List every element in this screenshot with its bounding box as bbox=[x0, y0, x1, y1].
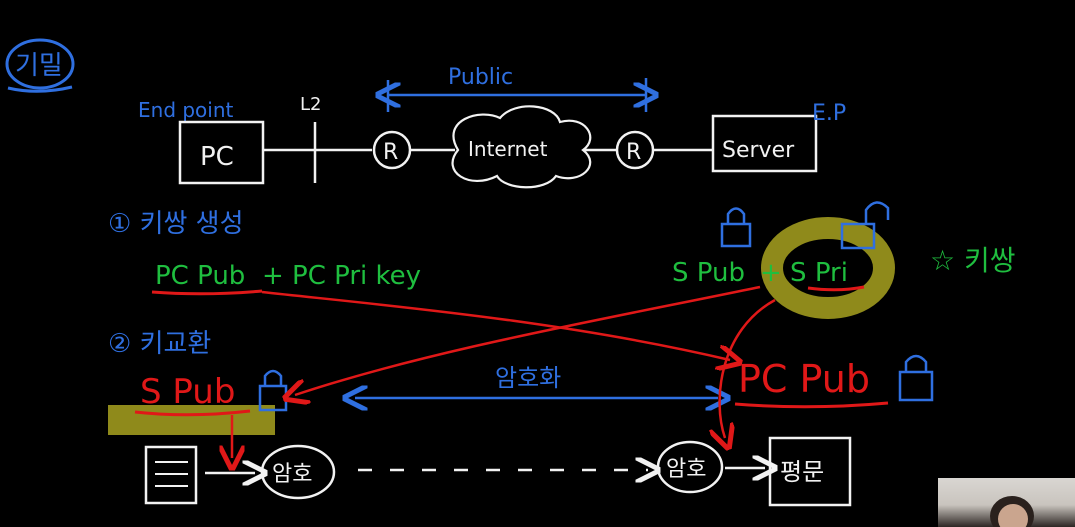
bottom-flow: 암호 암호 평문 bbox=[144, 436, 852, 507]
s-pub-key: S Pub bbox=[672, 258, 745, 288]
pc-pub-exchange-arrow bbox=[261, 290, 730, 360]
title-text: 기밀 bbox=[15, 51, 63, 81]
document-icon bbox=[144, 445, 198, 505]
network-diagram: End point L2 PC Public R Internet R Serv… bbox=[138, 65, 846, 189]
title-circle bbox=[5, 38, 75, 90]
public-label: Public bbox=[448, 65, 513, 90]
router-left-label: R bbox=[383, 140, 398, 165]
pc-box bbox=[178, 120, 265, 185]
step2-title: ② 키교환 bbox=[108, 329, 211, 359]
s-pri-decrypt-arrow bbox=[720, 298, 776, 438]
keypair-note: ☆ 키쌍 bbox=[930, 244, 1016, 277]
pc-pri-key: + PC Pri key bbox=[262, 261, 421, 291]
lock-closed-icon bbox=[898, 354, 934, 402]
s-pub-exchange-arrow bbox=[295, 285, 761, 395]
webcam-overlay bbox=[938, 478, 1075, 527]
presenter-face bbox=[998, 504, 1028, 527]
step1-group: ① 키쌍 생성 PC Pub + PC Pri key S Pub + S Pr… bbox=[108, 201, 1016, 319]
endpoint-label: End point bbox=[138, 98, 234, 122]
encryption-label: 암호화 bbox=[495, 364, 561, 392]
l2-label: L2 bbox=[300, 94, 321, 115]
title-underline bbox=[7, 85, 73, 93]
s-pub-received-underline bbox=[134, 409, 251, 417]
pc-pub-received: PC Pub bbox=[738, 357, 870, 401]
encrypt-node bbox=[260, 444, 336, 500]
router-right-label: R bbox=[626, 140, 641, 165]
server-box bbox=[711, 114, 818, 173]
step1-title: ① 키쌍 생성 bbox=[108, 209, 244, 239]
s-pri-key: + S Pri bbox=[760, 258, 848, 288]
decrypt-node bbox=[656, 440, 724, 494]
encrypt-label: 암호 bbox=[272, 462, 312, 487]
internet-label: Internet bbox=[468, 137, 548, 161]
plaintext-label: 평문 bbox=[780, 458, 824, 486]
pc-pub-key: PC Pub bbox=[155, 261, 245, 291]
plaintext-box bbox=[768, 436, 852, 507]
ep-label: E.P bbox=[812, 101, 846, 126]
lock-closed-icon bbox=[720, 207, 752, 248]
pc-pub-underline bbox=[151, 289, 263, 296]
step2-group: ② 키교환 S Pub PC Pub 암호화 bbox=[108, 285, 934, 458]
s-pub-received: S Pub bbox=[140, 372, 235, 412]
server-label: Server bbox=[722, 138, 795, 163]
decrypt-label: 암호 bbox=[666, 457, 706, 482]
lock-closed-icon bbox=[258, 369, 288, 412]
title-group: 기밀 bbox=[5, 38, 75, 93]
s-pri-underline bbox=[807, 285, 865, 292]
s-pri-highlight bbox=[761, 217, 895, 319]
pc-pub-received-underline bbox=[734, 401, 889, 409]
pc-label: PC bbox=[200, 142, 234, 172]
lock-open-icon bbox=[840, 201, 890, 250]
